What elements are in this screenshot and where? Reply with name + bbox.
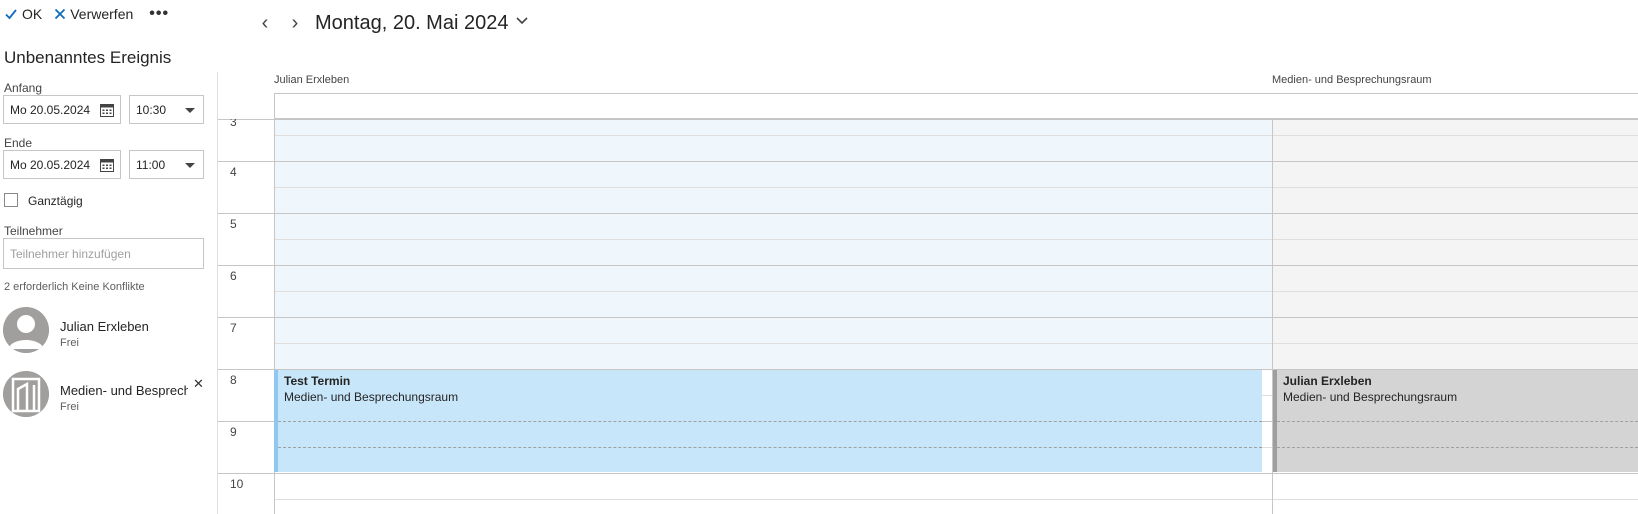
hour-line	[218, 473, 1638, 474]
chevron-down-icon	[185, 108, 195, 113]
room-avatar-icon	[3, 371, 49, 417]
half-hour-line	[274, 499, 1638, 500]
start-date-value: Mo 20.05.2024	[10, 102, 91, 117]
command-bar: OK Verwerfen •••	[0, 0, 169, 28]
event-location: Medien- und Besprechungsraum	[284, 390, 459, 404]
free-time-region	[1272, 119, 1638, 369]
event-dashed-line	[278, 421, 1262, 422]
panel-divider	[217, 72, 218, 514]
end-time-select[interactable]: 11:00	[129, 150, 204, 179]
end-time-value: 11:00	[136, 157, 166, 172]
start-date-field[interactable]: Mo 20.05.2024	[3, 95, 121, 124]
all-day-row[interactable]	[274, 93, 1638, 119]
event-title[interactable]: Unbenanntes Ereignis	[4, 48, 172, 67]
hour-line	[218, 369, 1638, 370]
hour-label: 8	[230, 373, 237, 387]
half-hour-line	[274, 187, 1638, 188]
column-header-person: Julian Erxleben	[274, 74, 350, 86]
discard-button-label: Verwerfen	[70, 6, 134, 22]
hour-label: 4	[230, 165, 237, 179]
half-hour-line	[274, 343, 1638, 344]
event-title: Julian Erxleben	[1283, 374, 1372, 388]
end-date-value: Mo 20.05.2024	[10, 157, 91, 172]
attendees-input[interactable]	[3, 238, 204, 269]
end-label: Ende	[4, 136, 33, 150]
event-color-bar	[1273, 370, 1277, 472]
event-location: Medien- und Besprechungsraum	[1283, 390, 1458, 404]
event-color-bar	[274, 370, 278, 472]
column-separator	[1272, 119, 1273, 514]
all-day-checkbox[interactable]	[4, 193, 18, 207]
event-dashed-line	[278, 447, 1262, 448]
time-grid[interactable]: 3 4 5 6 7 8 9 10 Test Termin Medien- und…	[218, 119, 1638, 514]
more-options-button[interactable]: •••	[149, 5, 170, 22]
hour-label: 3	[230, 119, 237, 129]
calendar-icon[interactable]	[100, 158, 114, 172]
hour-line	[218, 265, 1638, 266]
all-day-label: Ganztägig	[28, 194, 83, 208]
ok-button[interactable]: OK	[4, 6, 42, 22]
event-dashed-line	[1277, 447, 1638, 448]
close-icon	[55, 8, 66, 20]
hour-label: 9	[230, 425, 237, 439]
hour-label: 5	[230, 217, 237, 231]
start-label: Anfang	[4, 81, 43, 95]
column-header-room: Medien- und Besprechungsraum	[1272, 74, 1432, 86]
attendee-name: Medien- und Besprechungsraum	[60, 383, 188, 398]
hour-label: 7	[230, 321, 237, 335]
column-separator	[274, 119, 275, 514]
ok-button-label: OK	[22, 6, 43, 22]
event-form-panel: OK Verwerfen ••• Unbenanntes Ereignis An…	[0, 0, 218, 514]
next-day-button[interactable]: ›	[291, 12, 299, 34]
free-time-region	[274, 119, 1272, 369]
half-hour-line	[274, 291, 1638, 292]
chevron-down-icon	[185, 163, 195, 168]
attendee-name: Julian Erxleben	[60, 319, 149, 334]
event-dashed-line	[1277, 421, 1638, 422]
attendee-item[interactable]: Julian Erxleben Frei	[3, 307, 213, 355]
end-date-field[interactable]: Mo 20.05.2024	[3, 150, 121, 179]
attendee-status: Frei	[60, 401, 79, 413]
hour-line	[218, 119, 1638, 120]
event-title: Test Termin	[284, 374, 351, 388]
hour-line	[218, 317, 1638, 318]
half-hour-line	[274, 135, 1638, 136]
start-time-select[interactable]: 10:30	[129, 95, 204, 124]
calendar-date-title[interactable]: Montag, 20. Mai 2024	[315, 12, 509, 34]
chevron-down-icon[interactable]	[516, 16, 528, 26]
calendar-icon[interactable]	[100, 103, 114, 117]
person-avatar-icon	[3, 307, 49, 353]
conflict-summary: 2 erforderlich Keine Konflikte	[4, 281, 145, 293]
attendee-item[interactable]: Medien- und Besprechungsraum Frei ✕	[3, 371, 213, 419]
attendees-label: Teilnehmer	[4, 224, 63, 238]
half-hour-line	[274, 239, 1638, 240]
calendar-event[interactable]: Test Termin Medien- und Besprechungsraum	[274, 370, 1262, 472]
hour-line	[218, 213, 1638, 214]
hour-label: 6	[230, 269, 237, 283]
discard-button[interactable]: Verwerfen	[54, 6, 133, 22]
hour-line	[218, 161, 1638, 162]
hour-label: 10	[230, 477, 244, 491]
checkmark-icon	[5, 9, 17, 20]
remove-attendee-icon[interactable]: ✕	[193, 376, 204, 391]
calendar-event[interactable]: Julian Erxleben Medien- und Besprechungs…	[1273, 370, 1638, 472]
attendee-status: Frei	[60, 337, 79, 349]
start-time-value: 10:30	[136, 102, 167, 117]
previous-day-button[interactable]: ‹	[261, 12, 269, 34]
